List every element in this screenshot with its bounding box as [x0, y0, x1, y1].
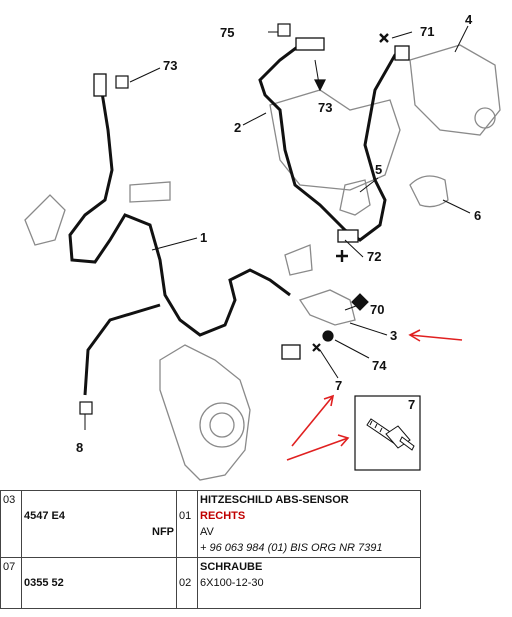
diamond-symbol-70 — [351, 293, 369, 311]
quantity: 02 — [179, 577, 192, 589]
spacer — [24, 591, 174, 607]
part-title: SCHRAUBE — [200, 561, 263, 573]
leader-2 — [242, 112, 267, 126]
connector-72 — [337, 229, 359, 243]
pos-cell: 03 — [0, 490, 22, 558]
heat-shield — [298, 289, 356, 326]
connector-top-left — [93, 73, 107, 97]
description-cell: SCHRAUBE 6X100-12-30 — [197, 557, 421, 609]
leader-lines — [84, 25, 471, 430]
top-clip — [129, 181, 171, 203]
spacer — [200, 591, 418, 607]
arrow-symbol-73b — [314, 79, 326, 92]
cross-symbol-72 — [336, 250, 348, 262]
part-reference: 0355 52 — [24, 577, 64, 589]
qty-cell: 02 — [176, 557, 198, 609]
wheel-bearing-housing — [409, 44, 501, 136]
callout-75: 75 — [220, 25, 234, 40]
connectors — [93, 37, 410, 360]
leader-5 — [359, 177, 379, 193]
callout-70: 70 — [370, 302, 384, 317]
spacer — [179, 559, 195, 575]
stud-bolt-drawing — [366, 418, 415, 451]
callout-7: 7 — [335, 378, 342, 393]
leader-73a — [129, 67, 161, 83]
cross-symbol-7 — [312, 343, 321, 352]
callout-3: 3 — [390, 328, 397, 343]
callout-5: 5 — [375, 162, 382, 177]
red-arrow-part-7-upper — [291, 394, 335, 447]
symbols — [79, 23, 389, 415]
position-number: 03 — [3, 494, 16, 506]
callout-6: 6 — [474, 208, 481, 223]
steering-knuckle — [159, 344, 251, 481]
callout-73a: 73 — [163, 58, 177, 73]
housing-bore — [474, 107, 496, 129]
reference-cell: 0355 52 — [21, 557, 177, 609]
reference-cell: 4547 E4 NFP — [21, 490, 177, 558]
detail-box-label: 7 — [408, 397, 415, 412]
spacer — [24, 492, 174, 508]
callout-73b: 73 — [318, 100, 332, 115]
part-reference: 4547 E4 — [24, 510, 65, 522]
table-row: 03 4547 E4 NFP 01 HITZESCHILD ABS-SENSOR… — [0, 490, 421, 558]
square-symbol-75 — [277, 23, 291, 37]
red-arrow-part-7-lower — [286, 434, 350, 461]
description-cell: HITZESCHILD ABS-SENSOR RECHTS AV + 96 06… — [197, 490, 421, 558]
bracket-part-5 — [339, 179, 371, 216]
reference-suffix: NFP — [152, 526, 174, 538]
part-position: AV — [200, 526, 214, 538]
leader-72 — [344, 239, 364, 258]
callout-72: 72 — [367, 249, 381, 264]
position-number: 07 — [3, 561, 16, 573]
table-row: 07 0355 52 02 SCHRAUBE 6X100-12-30 — [0, 557, 421, 609]
highlight-arrows — [286, 329, 463, 461]
connector-71 — [394, 45, 410, 61]
quantity: 01 — [179, 510, 192, 522]
detail-box-part-7: 7 — [354, 395, 421, 471]
part-side: RECHTS — [200, 510, 246, 522]
leader-6 — [442, 199, 471, 214]
pos-cell: 07 — [0, 557, 22, 609]
cable-2 — [258, 43, 406, 242]
leader-4 — [454, 25, 469, 53]
qty-cell: 01 — [176, 490, 198, 558]
part-title: HITZESCHILD ABS-SENSOR — [200, 494, 349, 506]
leader-1 — [151, 237, 198, 251]
callout-4: 4 — [465, 12, 473, 27]
callout-71: 71 — [420, 24, 434, 39]
callout-8: 8 — [76, 440, 83, 455]
dot-symbol-74 — [322, 330, 334, 342]
hub-inner — [209, 412, 235, 438]
part-spec: 6X100-12-30 — [200, 577, 264, 589]
clip-part-6 — [409, 175, 449, 208]
hub-bore — [199, 402, 245, 448]
callout-labels: 1 2 3 4 5 6 7 8 70 71 72 73 73 74 75 — [76, 12, 481, 455]
leader-74 — [334, 339, 370, 359]
small-bracket — [284, 244, 313, 276]
sensor-head — [281, 344, 301, 360]
cable-8 — [83, 303, 161, 396]
spacer — [179, 492, 195, 508]
spacer — [24, 559, 174, 575]
left-bracket — [24, 194, 66, 246]
connector-top-right — [295, 37, 325, 51]
callout-2: 2 — [234, 120, 241, 135]
leader-71 — [391, 31, 413, 39]
parts-table: 03 4547 E4 NFP 01 HITZESCHILD ABS-SENSOR… — [0, 490, 421, 609]
square-symbol-73a — [115, 75, 129, 89]
cross-symbol-71 — [379, 33, 389, 43]
callout-1: 1 — [200, 230, 207, 245]
red-arrow-part-3 — [408, 329, 463, 342]
part-note: + 96 063 984 (01) BIS ORG NR 7391 — [200, 542, 383, 554]
leader-3 — [349, 322, 388, 336]
sensor-cables — [68, 43, 406, 396]
cable-1 — [68, 79, 291, 337]
exploded-parts-diagram: 1 2 3 4 5 6 7 8 70 71 72 73 73 74 75 7 — [24, 12, 501, 481]
square-symbol-8 — [79, 401, 93, 415]
leader-7 — [319, 349, 339, 379]
callout-74: 74 — [372, 358, 387, 373]
